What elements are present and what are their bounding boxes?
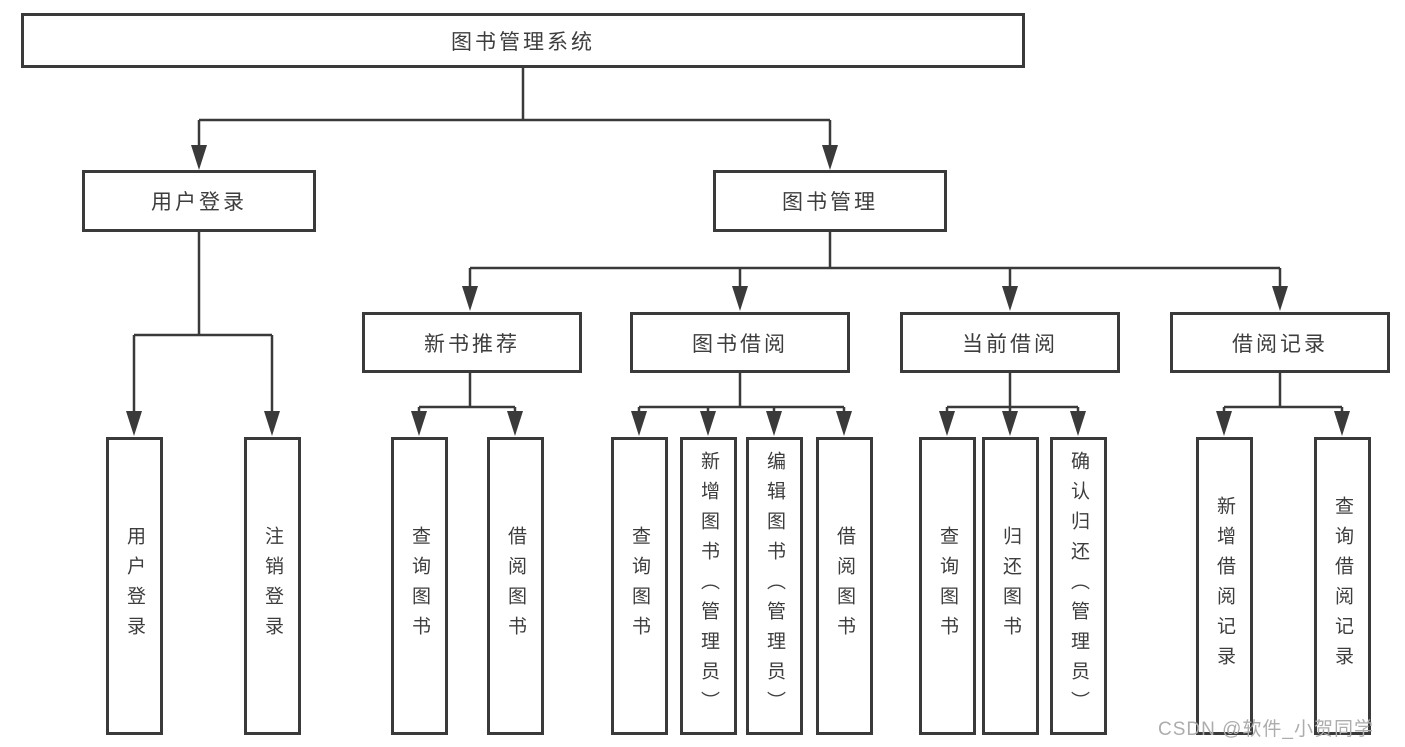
node-leaf-borrow-books-recommend: 借阅图书 — [487, 437, 544, 735]
csdn-watermark: CSDN @软件_小贺同学 — [1158, 719, 1374, 740]
node-leaf-query-books-borrowing: 查询图书 — [611, 437, 668, 735]
node-leaf-user-login: 用户登录 — [106, 437, 163, 735]
node-leaf-add-book-admin: 新增图书（管理员） — [680, 437, 737, 735]
node-library-management-system: 图书管理系统 — [21, 13, 1025, 68]
node-leaf-query-books-current: 查询图书 — [919, 437, 976, 735]
node-leaf-logout: 注销登录 — [244, 437, 301, 735]
node-leaf-confirm-return-admin: 确认归还（管理员） — [1050, 437, 1107, 735]
node-book-borrowing: 图书借阅 — [630, 312, 850, 373]
node-current-borrowing: 当前借阅 — [900, 312, 1120, 373]
node-leaf-return-book: 归还图书 — [982, 437, 1039, 735]
node-leaf-edit-book-admin: 编辑图书（管理员） — [746, 437, 803, 735]
node-user-login: 用户登录 — [82, 170, 316, 232]
node-leaf-borrow-books: 借阅图书 — [816, 437, 873, 735]
node-leaf-query-books-recommend: 查询图书 — [391, 437, 448, 735]
node-new-book-recommendation: 新书推荐 — [362, 312, 582, 373]
node-book-management: 图书管理 — [713, 170, 947, 232]
node-leaf-add-borrow-record: 新增借阅记录 — [1196, 437, 1253, 735]
node-leaf-query-borrow-record: 查询借阅记录 — [1314, 437, 1371, 735]
node-borrowing-records: 借阅记录 — [1170, 312, 1390, 373]
